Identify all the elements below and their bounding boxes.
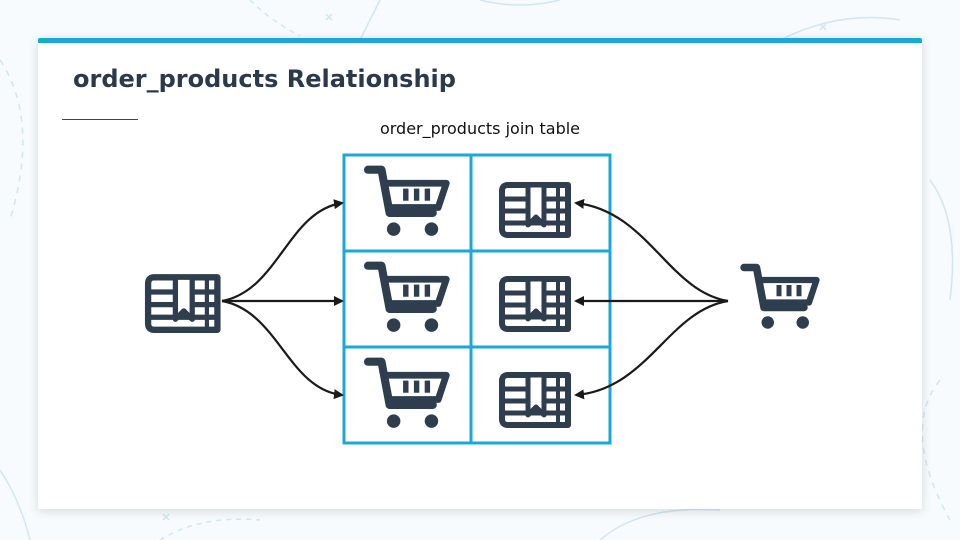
arrow-left-to-row-1 <box>221 199 344 303</box>
arrow-right-to-row-3 <box>574 299 729 400</box>
join-table-caption: order_products join table <box>379 119 581 138</box>
arrow-right-to-row-1 <box>574 198 729 303</box>
slide-title: order_products Relationship <box>73 65 456 93</box>
title-underline <box>62 119 138 120</box>
right-entity-cart-icon <box>744 268 817 329</box>
relationship-diagram <box>38 153 922 445</box>
slide-card: order_products Relationship order_produc… <box>38 38 922 509</box>
arrow-left-to-row-3 <box>221 299 344 400</box>
left-entity-book-icon <box>148 277 217 330</box>
